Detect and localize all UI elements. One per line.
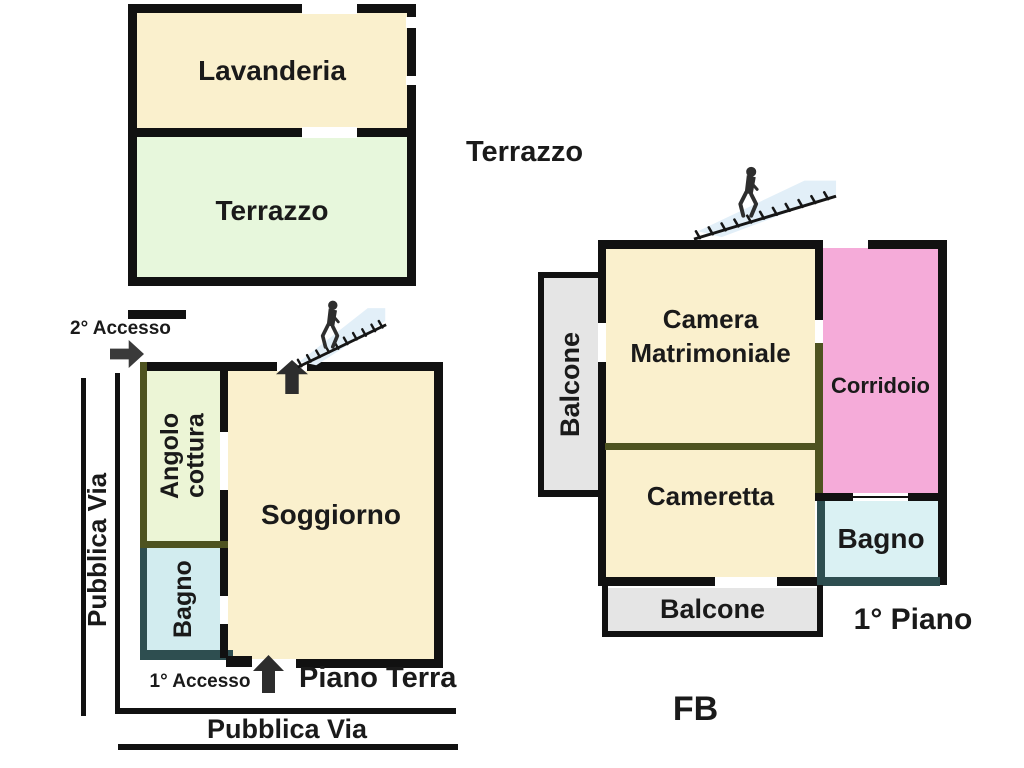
wall-divider <box>815 343 823 497</box>
wall <box>307 362 443 371</box>
person-icon <box>738 166 759 218</box>
access2-bar <box>128 310 186 319</box>
room-angolo-cottura-label: Angolo cottura <box>156 412 210 500</box>
wall <box>140 650 233 660</box>
balcone-left: Balcone <box>544 278 598 490</box>
wall-divider <box>817 497 825 585</box>
room-terrazzo: Terrazzo <box>137 137 407 277</box>
wall <box>938 240 947 585</box>
wall <box>598 240 823 249</box>
balcony-border <box>602 631 823 637</box>
room-corridoio-label: Corridoio <box>831 372 930 398</box>
stairs-icon <box>296 300 387 369</box>
wall <box>868 240 947 249</box>
wall-divider <box>815 240 823 320</box>
wall <box>140 362 277 371</box>
person-icon <box>320 300 340 349</box>
wall-divider <box>220 362 228 432</box>
door-opening <box>302 3 357 14</box>
room-soggiorno-label: Soggiorno <box>261 499 401 530</box>
door-opening <box>406 76 417 85</box>
balcony-border <box>602 585 608 637</box>
wall <box>598 577 715 586</box>
room-corridoio: Corridoio <box>823 248 938 493</box>
wall <box>140 362 147 548</box>
balcone-bottom: Balcone <box>608 588 817 631</box>
wall <box>128 4 137 286</box>
right-arrow-icon <box>110 340 144 368</box>
wall <box>140 541 147 653</box>
room-angolo-cottura: Angolo cottura <box>147 371 220 541</box>
balcone-left-label: Balcone <box>555 331 586 437</box>
door-opening <box>302 127 357 138</box>
room-camera-matrimoniale: Camera Matrimoniale <box>606 248 815 443</box>
balcone-bottom-label: Balcone <box>659 594 766 624</box>
balcony-border <box>817 585 823 637</box>
room-camera-label: Camera Matrimoniale <box>630 303 791 368</box>
room-terrazzo-label: Terrazzo <box>215 195 329 226</box>
wall-divider <box>605 443 822 450</box>
street-left-label: Pubblica Via <box>82 472 112 627</box>
wall-divider <box>220 624 228 658</box>
access1-label: 1° Accesso <box>149 671 251 692</box>
wall <box>128 277 416 286</box>
room-bagno-fp-label: Bagno <box>837 523 925 554</box>
wall <box>820 577 940 586</box>
balcony-border <box>538 272 598 278</box>
wall <box>777 577 823 586</box>
wall <box>598 362 606 585</box>
room-bagno-pt-label: Bagno <box>168 560 197 638</box>
street-bottom-label: Pubblica Via <box>206 714 368 744</box>
wall-divider <box>128 128 416 137</box>
door-opening <box>406 17 417 28</box>
room-bagno-pt: Bagno <box>147 548 220 650</box>
room-soggiorno: Soggiorno <box>228 371 434 659</box>
wall <box>434 362 443 668</box>
wall-divider <box>140 541 228 548</box>
access2-label: 2° Accesso <box>70 318 171 339</box>
street-line-left-outer <box>81 378 86 716</box>
room-lavanderia: Lavanderia <box>137 13 407 128</box>
street-line-bottom-lower <box>118 744 458 750</box>
wall <box>852 496 909 498</box>
fb-label: FB <box>672 690 719 728</box>
street-line-left-inner <box>115 373 120 711</box>
ground-floor-title: Piano Terra <box>299 662 457 694</box>
wall <box>815 493 853 501</box>
wall <box>296 659 443 668</box>
terrazzo-side-label: Terrazzo <box>465 136 584 168</box>
wall <box>407 4 416 286</box>
wall <box>908 493 940 501</box>
up-arrow-icon <box>253 655 284 693</box>
wall <box>128 4 416 13</box>
balcony-border <box>538 272 544 497</box>
wall <box>226 656 252 667</box>
room-cameretta: Cameretta <box>606 450 815 577</box>
room-lavanderia-label: Lavanderia <box>198 54 346 86</box>
first-floor-title: 1° Piano <box>853 603 973 636</box>
room-bagno-fp: Bagno <box>824 501 938 577</box>
room-cameretta-label: Cameretta <box>646 480 775 511</box>
stairs-icon <box>693 166 837 241</box>
street-line-bottom-upper <box>115 708 456 714</box>
balcony-border <box>538 490 598 497</box>
wall <box>598 240 606 323</box>
